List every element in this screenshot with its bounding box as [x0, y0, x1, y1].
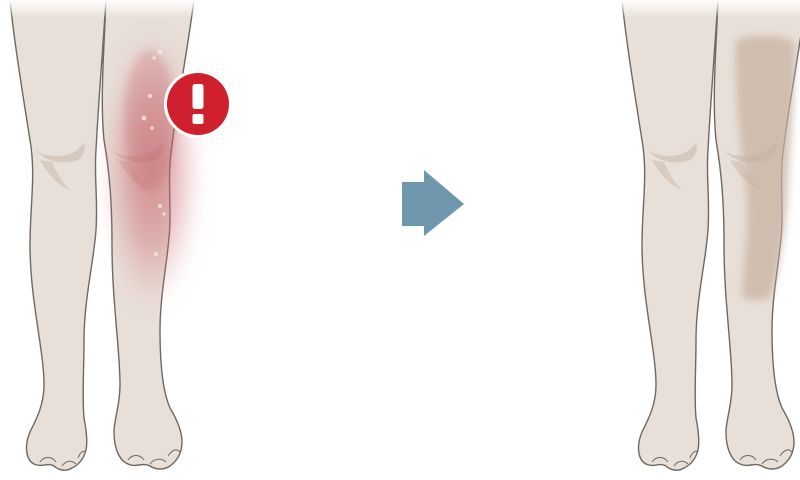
- before-legs-figure: [10, 0, 232, 470]
- exclamation-icon: [193, 84, 204, 124]
- warning-badge: [164, 70, 232, 138]
- after-legs-figure: [622, 0, 800, 470]
- before-left-leg: [10, 0, 106, 470]
- arrow-right-icon: [402, 170, 464, 236]
- inflammation-area: [104, 30, 200, 310]
- after-left-leg: [622, 0, 718, 470]
